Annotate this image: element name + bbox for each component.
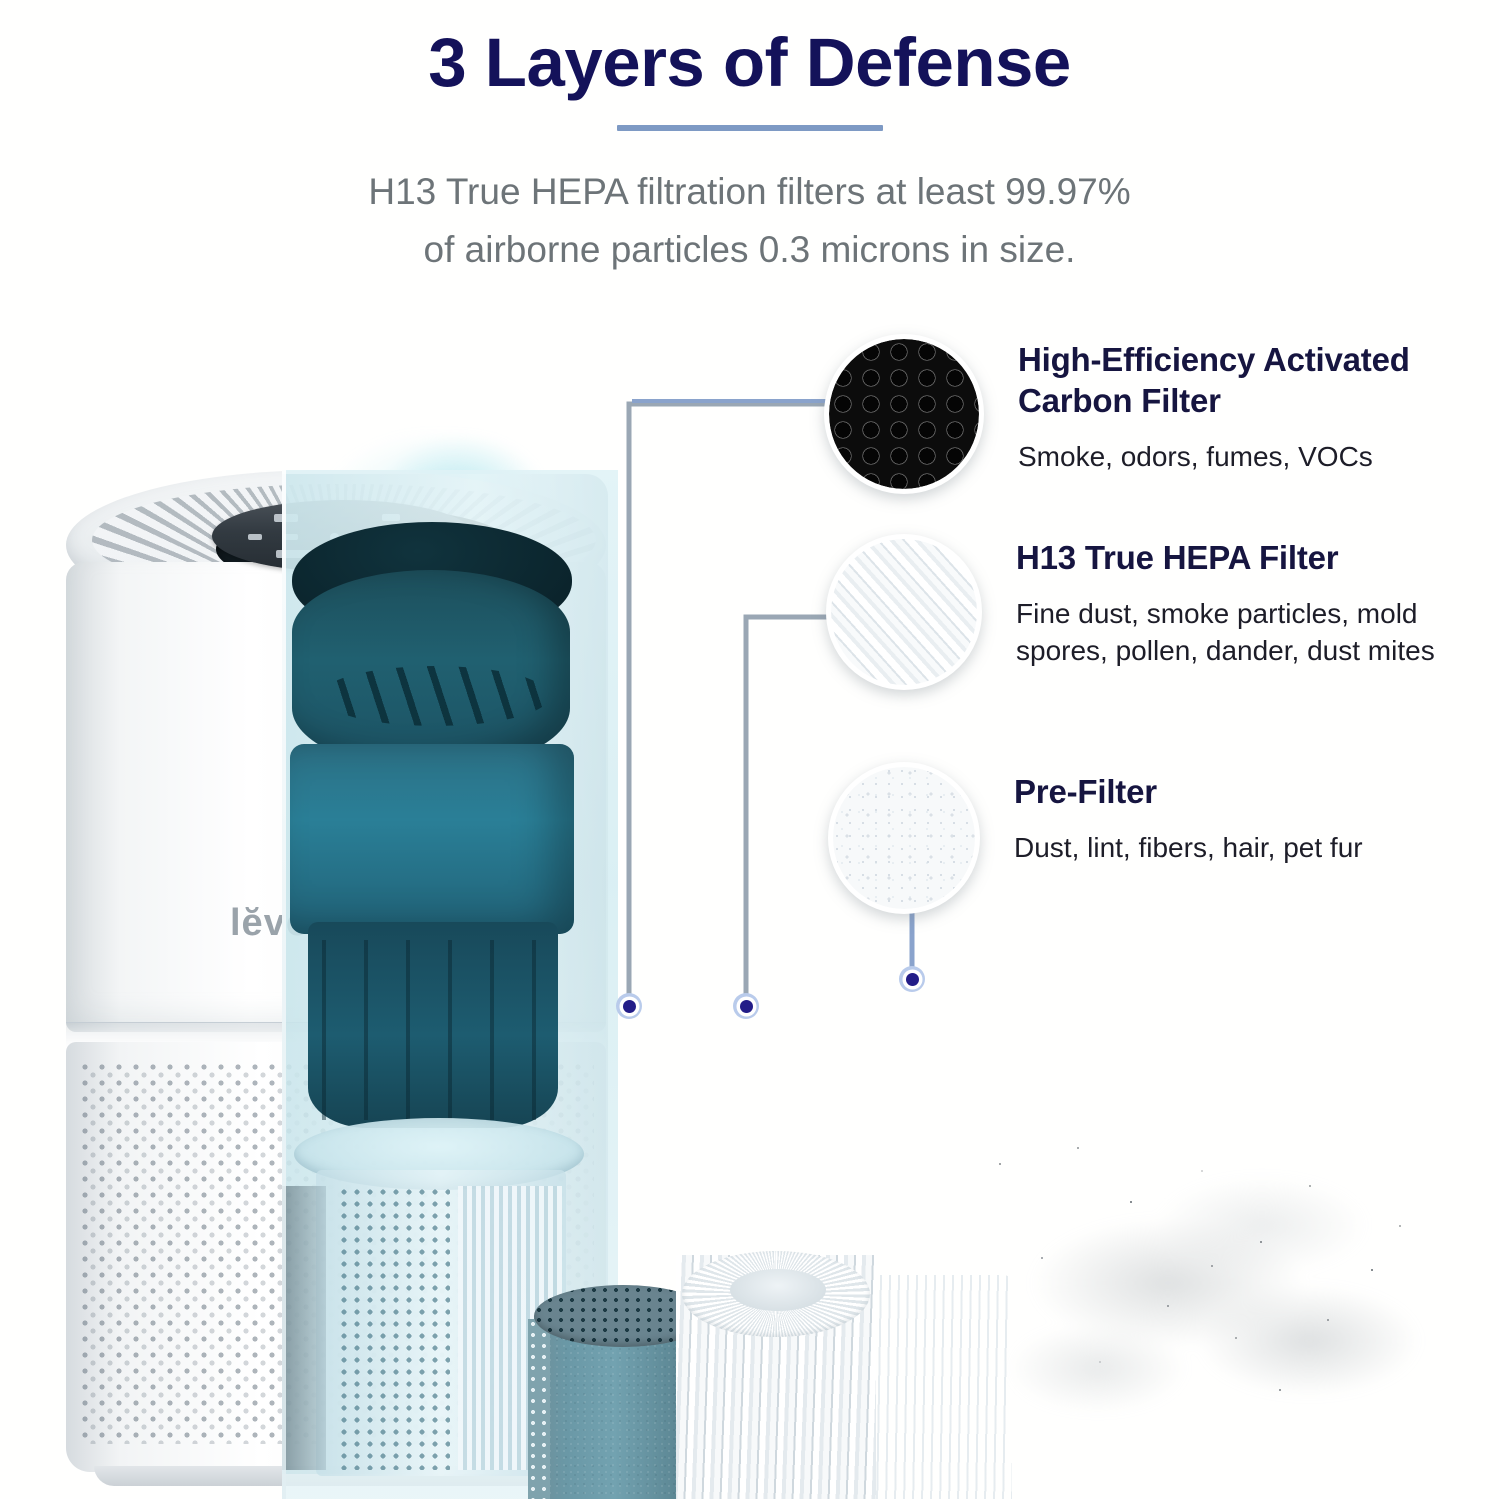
subtitle: H13 True HEPA filtration filters at leas…	[0, 163, 1499, 280]
carbon-honeycomb-edge-icon	[528, 1319, 550, 1499]
cutaway-edge	[282, 470, 286, 1499]
subtitle-line-2: of airborne particles 0.3 microns in siz…	[423, 228, 1076, 270]
callout-pre-filter: Pre-Filter Dust, lint, fibers, hair, pet…	[828, 762, 1434, 914]
callout-hepa-text: H13 True HEPA Filter Fine dust, smoke pa…	[1016, 538, 1436, 670]
hepa-pleated-swatch	[826, 534, 982, 690]
callout-hepa-filter: H13 True HEPA Filter Fine dust, smoke pa…	[826, 534, 1436, 690]
internal-carbon-layer	[282, 1186, 326, 1470]
motor-drum	[290, 744, 574, 934]
prefilter-fiber-swatch	[828, 762, 980, 914]
hepa-filter-cylinder	[676, 1251, 876, 1499]
page-title: 3 Layers of Defense	[428, 24, 1071, 101]
motor-ribs-icon	[322, 940, 546, 1120]
title-divider	[616, 124, 883, 131]
connector-dot-pre	[899, 966, 925, 992]
header: 3 Layers of Defense H13 True HEPA filtra…	[0, 0, 1499, 279]
callout-hepa-description: Fine dust, smoke particles, mold spores,…	[1016, 597, 1435, 667]
honeycomb-texture-icon	[829, 339, 979, 489]
callout-pre-title: Pre-Filter	[1014, 773, 1157, 810]
connector-dot-hepa	[733, 993, 759, 1019]
connector-dot-carbon	[616, 993, 642, 1019]
carbon-honeycomb-swatch	[824, 334, 984, 494]
fan-vanes-icon	[320, 666, 550, 726]
motor-lower-housing	[308, 922, 558, 1128]
callout-carbon-title: High-Efficiency Activated Carbon Filter	[1018, 341, 1410, 419]
product-illustration: lĕvo	[0, 300, 1499, 1499]
pleated-texture-icon	[831, 539, 977, 685]
callout-hepa-title: H13 True HEPA Filter	[1016, 539, 1339, 576]
hepa-cylinder-core-opening	[730, 1269, 826, 1311]
fiber-texture-icon	[833, 767, 975, 909]
dust-particles	[980, 1130, 1450, 1470]
callout-carbon-filter: High-Efficiency Activated Carbon Filter …	[824, 334, 1458, 494]
callout-carbon-description: Smoke, odors, fumes, VOCs	[1018, 440, 1373, 472]
internal-honeycomb-layer-icon	[338, 1186, 450, 1470]
callout-pre-description: Dust, lint, fibers, hair, pet fur	[1014, 831, 1363, 863]
fan-speed-icon[interactable]	[248, 534, 262, 540]
callout-pre-text: Pre-Filter Dust, lint, fibers, hair, pet…	[1014, 772, 1434, 866]
callout-carbon-text: High-Efficiency Activated Carbon Filter …	[1018, 340, 1458, 475]
subtitle-line-1: H13 True HEPA filtration filters at leas…	[368, 170, 1131, 212]
